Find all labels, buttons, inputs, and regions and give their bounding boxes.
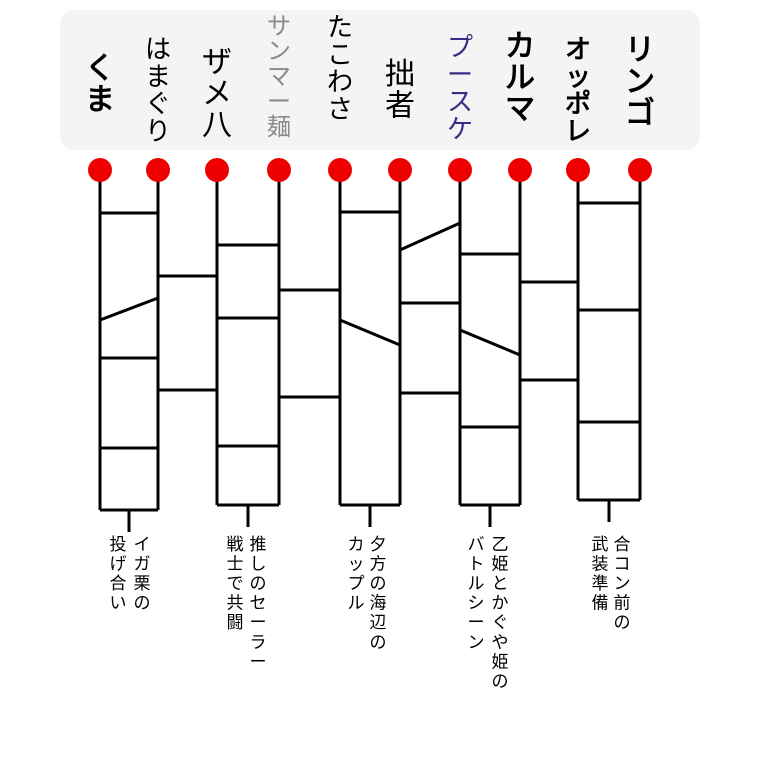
participant-name: くま — [85, 51, 115, 118]
start-dot[interactable] — [628, 158, 652, 182]
start-dot[interactable] — [88, 158, 112, 182]
outcome-caption: 夕方の海辺の — [370, 535, 387, 653]
outcome-caption: カップル — [348, 535, 365, 614]
participant-name: たこわさ — [327, 13, 353, 125]
outcome-caption: 戦士で共闘 — [227, 535, 244, 633]
rung — [99, 296, 159, 322]
participant-name: ザメ八 — [202, 45, 232, 143]
start-dot[interactable] — [267, 158, 291, 182]
participant-name: プースケ — [447, 33, 473, 145]
outcome-caption: 投げ合い — [110, 535, 127, 614]
start-dot[interactable] — [388, 158, 412, 182]
start-dot[interactable] — [448, 158, 472, 182]
header-band — [60, 10, 700, 150]
start-dot[interactable] — [328, 158, 352, 182]
outcome-caption: 乙姫とかぐや姫の — [492, 535, 509, 692]
rung — [399, 221, 461, 252]
start-dot[interactable] — [146, 158, 170, 182]
participant-name: サンマー麺 — [267, 12, 291, 141]
start-dot[interactable] — [205, 158, 229, 182]
start-dot[interactable] — [508, 158, 532, 182]
rung — [459, 328, 521, 357]
outcome-caption: イガ栗の — [134, 535, 151, 614]
participant-name: カルマ — [505, 29, 535, 127]
participant-name: オッポレ — [565, 35, 591, 147]
outcome-caption: 推しのセーラー — [250, 535, 267, 672]
start-dot[interactable] — [566, 158, 590, 182]
outcome-caption: バトルシーン — [468, 535, 485, 653]
participant-name: はまぐり — [145, 35, 171, 147]
outcome-caption: 武装準備 — [592, 535, 609, 614]
rung — [339, 318, 401, 347]
outcome-caption: 合コン前の — [614, 535, 631, 633]
participant-name: リンゴ — [625, 33, 655, 131]
participant-name: 拙者 — [385, 57, 415, 124]
